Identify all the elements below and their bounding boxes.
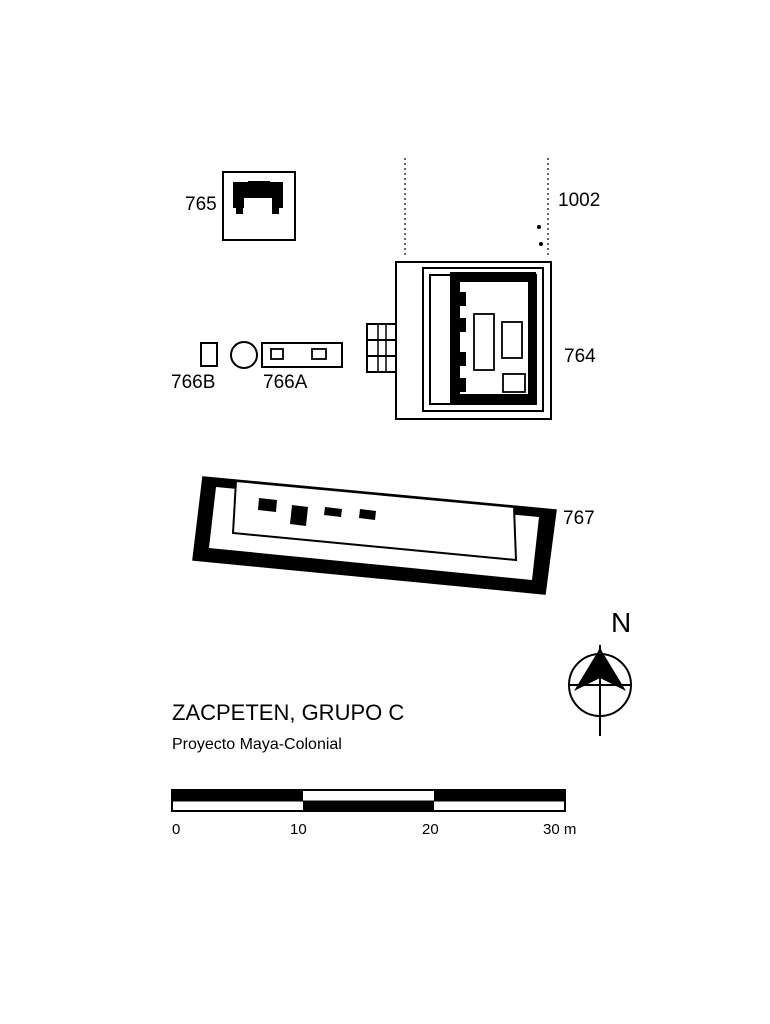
scale-segment-2 — [303, 801, 434, 811]
map-title: ZACPETEN, GRUPO C — [172, 700, 404, 725]
label-766a: 766A — [263, 372, 308, 393]
scale-segment-1 — [172, 790, 303, 801]
label-766b: 766B — [171, 372, 215, 393]
scale-bar — [171, 789, 566, 812]
scale-tick-0: 0 — [172, 821, 180, 838]
structure-766a — [230, 341, 343, 369]
structure-765 — [222, 171, 296, 241]
scale-tick-10: 10 — [290, 821, 307, 838]
label-767: 767 — [563, 508, 595, 529]
scale-tick-30: 30 m — [543, 821, 576, 838]
north-label: N — [611, 607, 631, 638]
map-subtitle: Proyecto Maya-Colonial — [172, 736, 342, 753]
structure-764 — [366, 261, 552, 420]
label-765: 765 — [185, 194, 217, 215]
label-1002: 1002 — [558, 190, 600, 211]
label-764: 764 — [564, 346, 596, 367]
scale-segment-3 — [434, 790, 565, 801]
structure-1002 — [404, 158, 549, 258]
structure-766b — [200, 342, 218, 367]
north-arrow-icon — [568, 645, 632, 736]
structure-767 — [192, 476, 557, 595]
scale-tick-20: 20 — [422, 821, 439, 838]
